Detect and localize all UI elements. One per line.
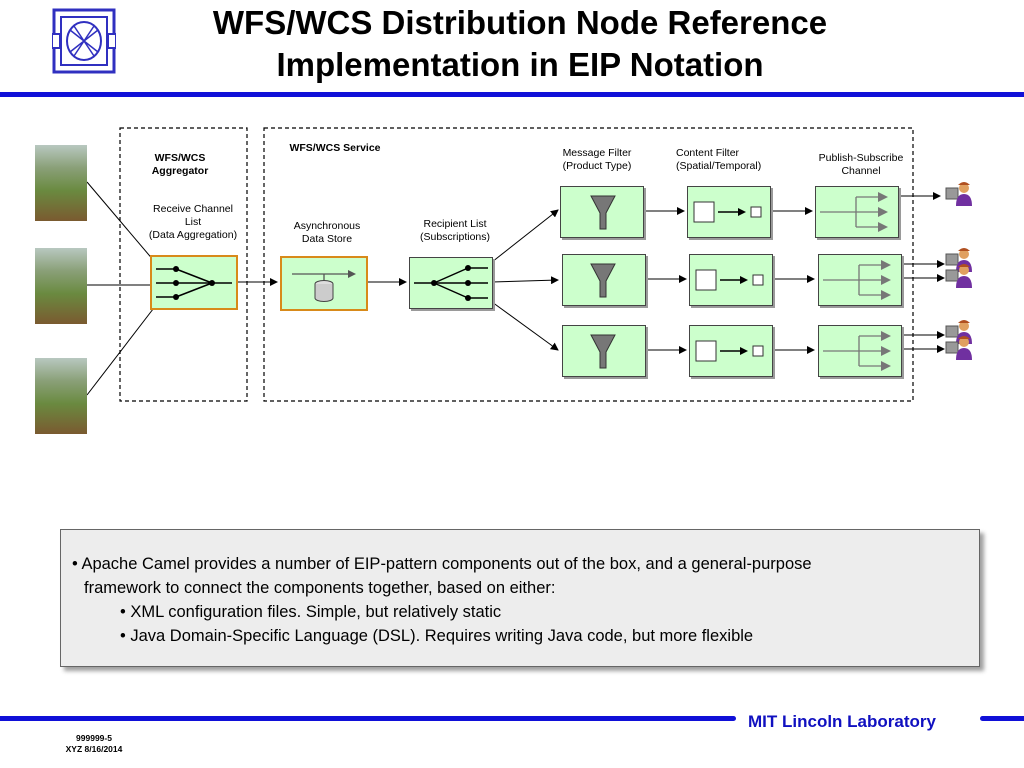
service-title: WFS/WCS Service bbox=[289, 142, 381, 154]
message-filter-component-3 bbox=[562, 325, 646, 377]
sensor-site-photo-2 bbox=[35, 248, 87, 324]
message-filter-label: Message Filter (Product Type) bbox=[562, 147, 632, 172]
user-computer-icon bbox=[944, 262, 974, 295]
aggregator-group bbox=[119, 127, 248, 402]
page-title: WFS/WCS Distribution Node Reference Impl… bbox=[120, 2, 920, 86]
receive-channel-label: Receive Channel List (Data Aggregation) bbox=[148, 203, 238, 241]
funnel-icon bbox=[590, 263, 616, 298]
funnel-icon bbox=[590, 195, 616, 230]
pubsub-label: Publish-Subscribe Channel bbox=[818, 152, 904, 177]
bottom-rule-left bbox=[0, 716, 736, 721]
content-filter-component-3 bbox=[689, 325, 773, 377]
aggregator-title: WFS/WCS Aggregator bbox=[151, 152, 209, 177]
message-filter-component-2 bbox=[562, 254, 646, 306]
async-data-store-component bbox=[280, 256, 368, 311]
top-rule bbox=[0, 92, 1024, 97]
sub-bullet-1: • XML configuration files. Simple, but r… bbox=[120, 603, 502, 621]
lab-name: MIT Lincoln Laboratory bbox=[748, 712, 936, 731]
recipient-list-label: Recipient List (Subscriptions) bbox=[419, 218, 491, 243]
pubsub-channel-component-2 bbox=[818, 254, 902, 306]
sensor-site-photo-3 bbox=[35, 358, 87, 434]
funnel-icon bbox=[590, 334, 616, 369]
sub-bullet-2: • Java Domain-Specific Language (DSL). R… bbox=[120, 627, 754, 645]
title-line-1: WFS/WCS Distribution Node Reference bbox=[212, 4, 828, 41]
async-store-label: Asynchronous Data Store bbox=[293, 220, 361, 245]
bullet-1-line-1: • Apache Camel provides a number of EIP-… bbox=[72, 555, 812, 573]
bullet-1-line-2: framework to connect the components toge… bbox=[84, 579, 556, 597]
author-date: XYZ 8/16/2014 bbox=[65, 744, 123, 754]
content-filter-component-1 bbox=[687, 186, 771, 238]
user-computer-icon bbox=[944, 180, 974, 213]
content-filter-label: Content Filter (Spatial/Temporal) bbox=[676, 147, 762, 172]
notes-box: • Apache Camel provides a number of EIP-… bbox=[60, 529, 980, 667]
sensor-site-photo-1 bbox=[35, 145, 87, 221]
content-filter-component-2 bbox=[689, 254, 773, 306]
pubsub-channel-component-3 bbox=[818, 325, 902, 377]
slide-code: 999999-5 bbox=[76, 733, 112, 743]
message-filter-component-1 bbox=[560, 186, 644, 238]
bottom-rule-right bbox=[980, 716, 1024, 721]
recipient-list-component bbox=[409, 257, 493, 309]
receive-channel-component bbox=[150, 255, 238, 310]
title-line-2: Implementation in EIP Notation bbox=[276, 46, 764, 83]
user-computer-icon bbox=[944, 334, 974, 367]
pubsub-channel-component-1 bbox=[815, 186, 899, 238]
lincoln-lab-logo bbox=[51, 8, 117, 74]
